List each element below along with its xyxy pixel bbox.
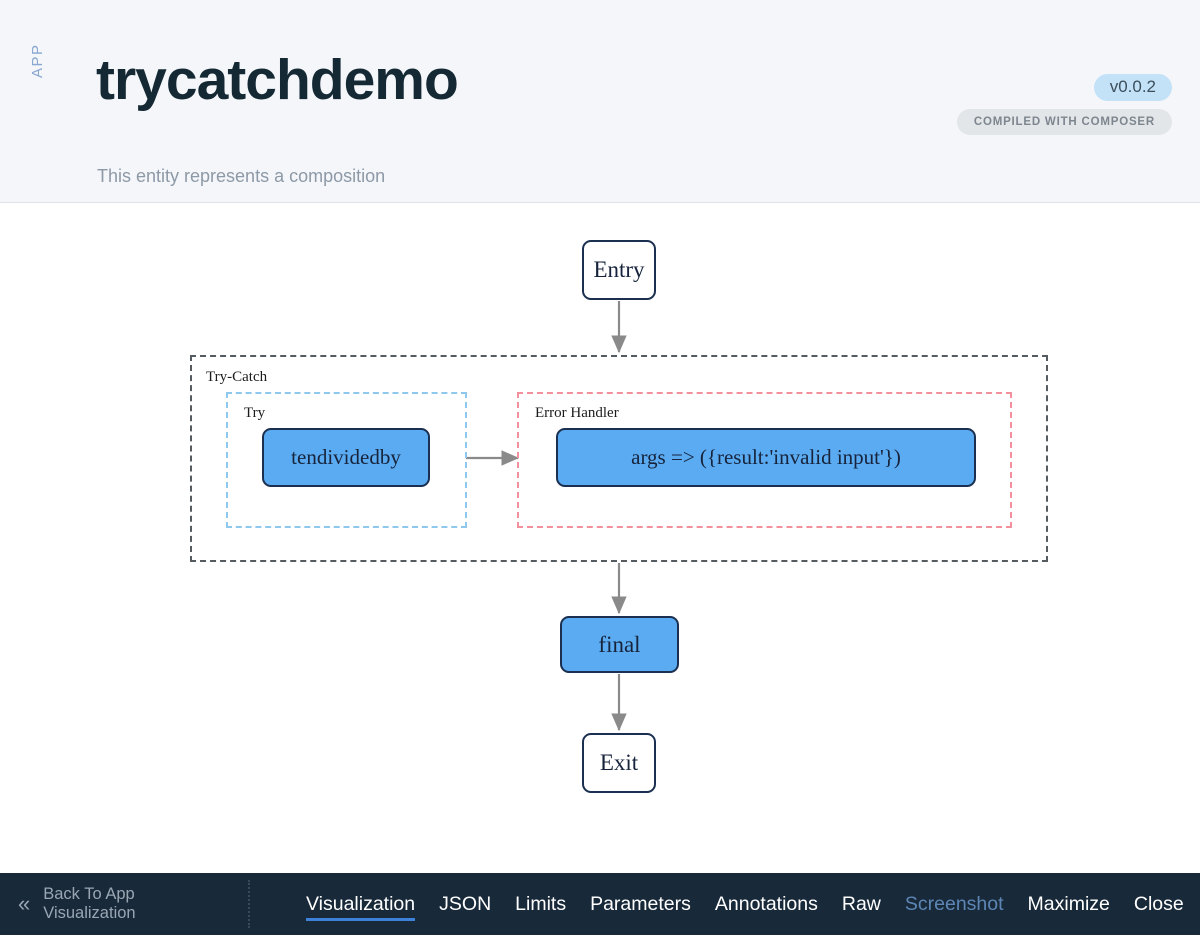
tab-label: Visualization bbox=[306, 892, 416, 915]
back-to-app-label-line1: Back To App bbox=[43, 884, 135, 903]
tab-label: Limits bbox=[515, 892, 567, 915]
group-try-label: Try bbox=[240, 405, 270, 422]
node-error-handler-function[interactable]: args => ({result:'invalid input'}) bbox=[556, 428, 976, 487]
tab-raw[interactable]: Raw bbox=[842, 873, 881, 935]
entity-kind-label: APP bbox=[29, 43, 46, 78]
tab-close[interactable]: Close bbox=[1134, 873, 1184, 935]
group-error-handler[interactable] bbox=[517, 392, 1012, 528]
group-error-handler-label: Error Handler bbox=[531, 405, 623, 422]
group-try-catch-label: Try-Catch bbox=[202, 369, 272, 386]
group-try-catch[interactable] bbox=[190, 355, 1048, 562]
tab-json[interactable]: JSON bbox=[439, 873, 491, 935]
node-exit[interactable]: Exit bbox=[582, 733, 656, 793]
back-to-app-label: Back To App Visualization bbox=[43, 885, 135, 924]
tab-screenshot[interactable]: Screenshot bbox=[905, 873, 1004, 935]
footer-toolbar: « Back To App Visualization Visualizatio… bbox=[0, 873, 1200, 935]
active-tab-underline bbox=[306, 918, 416, 921]
diagram-canvas[interactable]: Try-Catch Try Error Handler Entry tendiv… bbox=[0, 204, 1200, 873]
page-subtitle: This entity represents a composition bbox=[97, 166, 386, 186]
header-badges: v0.0.2 COMPILED WITH COMPOSER bbox=[956, 74, 1172, 135]
back-to-app-visualization-button[interactable]: « Back To App Visualization bbox=[18, 873, 136, 935]
collapse-icon: « bbox=[18, 891, 31, 916]
page-title: trycatchdemo bbox=[96, 48, 459, 112]
tab-label: Close bbox=[1133, 892, 1184, 915]
tab-label: Screenshot bbox=[904, 892, 1004, 915]
footer-tabs: Visualization JSON Limits Parameters Annotat… bbox=[306, 873, 1184, 935]
diagram-edges bbox=[466, 301, 627, 732]
group-try[interactable] bbox=[226, 392, 467, 528]
node-entry[interactable]: Entry bbox=[582, 240, 656, 300]
tab-label: Maximize bbox=[1027, 892, 1110, 915]
tab-maximize[interactable]: Maximize bbox=[1028, 873, 1110, 935]
back-to-app-label-line2: Visualization bbox=[43, 904, 136, 922]
tab-label: JSON bbox=[439, 892, 492, 915]
footer-divider bbox=[248, 880, 250, 928]
node-tendividedby[interactable]: tendividedby bbox=[262, 428, 430, 487]
tab-label: Raw bbox=[841, 892, 881, 915]
tab-label: Annotations bbox=[714, 892, 818, 915]
tab-parameters[interactable]: Parameters bbox=[590, 873, 691, 935]
tab-label: Parameters bbox=[590, 892, 691, 915]
tab-limits[interactable]: Limits bbox=[515, 873, 566, 935]
tab-annotations[interactable]: Annotations bbox=[715, 873, 818, 935]
tab-visualization[interactable]: Visualization bbox=[306, 873, 416, 935]
node-final[interactable]: final bbox=[560, 616, 679, 673]
version-badge: v0.0.2 bbox=[1093, 74, 1172, 101]
compiled-with-composer-badge: COMPILED WITH COMPOSER bbox=[956, 109, 1172, 135]
page-header: APP trycatchdemo This entity represents … bbox=[0, 0, 1200, 203]
